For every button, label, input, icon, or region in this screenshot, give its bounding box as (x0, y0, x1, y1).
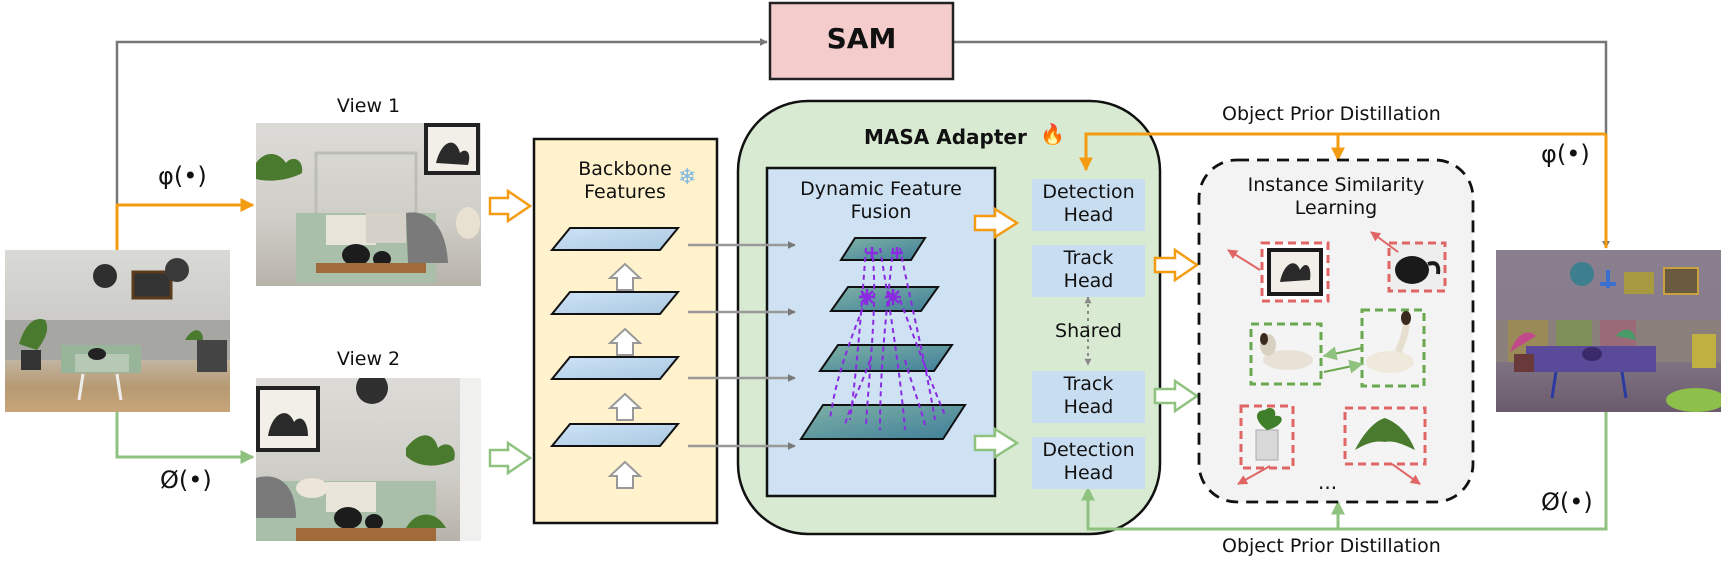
input-image (5, 250, 230, 412)
similarity-arrows (1227, 231, 1421, 485)
fusion-to-det-top-arrow (973, 206, 1020, 240)
view2-image (256, 378, 481, 541)
track-head-bottom-line2: Head (1063, 396, 1114, 418)
snowflake-icon: ❄ (678, 165, 697, 190)
view1-to-backbone-arrow (488, 188, 533, 224)
similarity-ellipsis: ... (1318, 470, 1338, 494)
shared-label: Shared (1055, 320, 1122, 342)
view2-to-backbone-arrow (488, 440, 533, 476)
track-head-bottom-line1: Track (1063, 373, 1114, 395)
track-head-top-line1: Track (1063, 247, 1114, 269)
sam-label: SAM (826, 22, 897, 55)
similarity-title-line1: Instance Similarity (1247, 174, 1425, 196)
view1-image (256, 123, 481, 286)
backbone-pyramid (549, 227, 681, 489)
fusion-title-line1: Dynamic Feature (800, 178, 962, 200)
detection-head-bottom-line1: Detection (1042, 439, 1135, 461)
similarity-title-line2: Learning (1294, 197, 1378, 219)
phi-transform-right: φ(•) (1541, 140, 1590, 168)
backbone-title: Backbone Features (560, 158, 690, 204)
track-head-top: Track Head (1032, 245, 1145, 297)
track-head-bottom: Track Head (1032, 371, 1145, 423)
detection-head-top-line2: Head (1063, 204, 1114, 226)
detection-head-bottom-line2: Head (1063, 462, 1114, 484)
fusion-pyramid (799, 237, 967, 440)
distillation-top-label: Object Prior Distillation (1222, 103, 1441, 125)
phi-transform-left: φ(•) (158, 162, 207, 190)
fusion-panel (765, 166, 997, 498)
empty-transform-left: Ø(•) (160, 466, 212, 494)
adapter-title: MASA Adapter (864, 125, 1027, 149)
detection-head-top-line1: Detection (1042, 181, 1135, 203)
view-split-arrows (115, 198, 255, 464)
fusion-title: Dynamic Feature Fusion (767, 178, 995, 224)
distillation-bottom-label: Object Prior Distillation (1222, 535, 1441, 557)
detection-head-top: Detection Head (1032, 179, 1145, 231)
sam-mask-image (1496, 250, 1721, 412)
detection-head-bottom: Detection Head (1032, 437, 1145, 489)
view1-label: View 1 (336, 95, 401, 117)
backbone-title-line2: Features (584, 181, 666, 203)
view2-label: View 2 (336, 348, 401, 370)
fusion-to-det-bottom-arrow (973, 426, 1020, 460)
sam-box (768, 1, 955, 81)
fusion-title-line2: Fusion (850, 201, 912, 223)
similarity-crops (1239, 241, 1447, 470)
backbone-title-line1: Backbone (578, 158, 672, 180)
distillation-bottom-arrows (1081, 412, 1608, 531)
track-head-top-line2: Head (1063, 270, 1114, 292)
backbone-to-fusion-arrows (688, 241, 796, 450)
track-to-similarity-bottom-arrow (1153, 378, 1200, 414)
similarity-title: Instance Similarity Learning (1199, 174, 1473, 220)
fire-icon: 🔥 (1040, 122, 1065, 146)
empty-transform-right: Ø(•) (1541, 488, 1593, 516)
distillation-top-arrows (1079, 132, 1608, 248)
track-to-similarity-top-arrow (1153, 247, 1200, 283)
